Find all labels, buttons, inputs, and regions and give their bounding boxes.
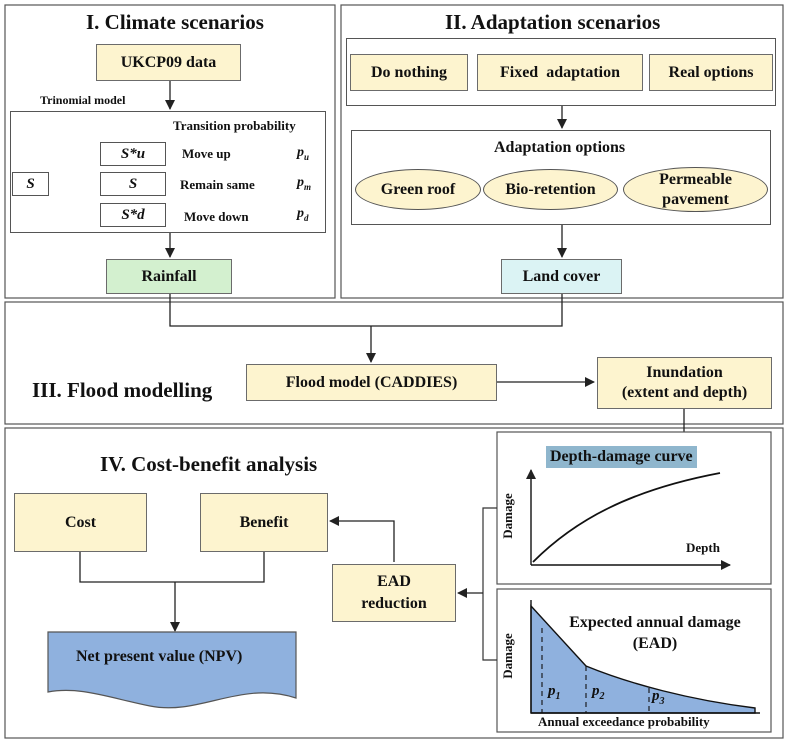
move-down-label: Move down — [184, 209, 249, 224]
ddc-y-label: Damage — [499, 493, 515, 539]
inundation-line2: (extent and depth) — [621, 384, 748, 401]
benefit-box: Benefit — [200, 493, 328, 552]
rainfall-box: Rainfall — [106, 259, 232, 294]
arrow-ead-benefit — [329, 516, 395, 562]
cost-box: Cost — [14, 493, 147, 552]
adaptation-options-title: Adaptation options — [494, 139, 626, 156]
ukcp09-data-box: UKCP09 data — [96, 44, 241, 81]
cost-frame — [4, 427, 784, 739]
permeable-pavement-option: Permeable pavement — [623, 167, 768, 212]
ead-area-p2: p2 — [592, 683, 605, 702]
inundation-box: Inundation (extent and depth) — [597, 357, 772, 409]
ddc-title: Depth-damage curve — [546, 446, 697, 468]
ead-area-p3: p3 — [652, 688, 665, 707]
inundation-line1: Inundation — [646, 364, 723, 381]
trinomial-model-box — [10, 111, 326, 233]
line-merge — [169, 294, 563, 327]
ead-title: Expected annual damage (EAD) — [548, 611, 762, 655]
charts-bracket — [482, 507, 497, 661]
ead-area — [530, 604, 756, 714]
transition-probability-label: Transition probability — [173, 118, 296, 133]
ead-title-line2: (EAD) — [632, 635, 678, 652]
ead-y-label: Damage — [499, 633, 515, 679]
npv-shape — [47, 631, 297, 709]
prob-same: pm — [297, 175, 312, 192]
cost-section-title: IV. Cost-benefit analysis — [100, 452, 318, 476]
ead-title-line1: Expected annual damage — [569, 614, 741, 631]
ddc-x-label: Depth — [686, 540, 720, 555]
green-roof-option: Green roof — [355, 169, 481, 210]
state-down-node: S*d — [100, 203, 166, 227]
real-options-box: Real options — [649, 54, 773, 91]
flood-section-title: III. Flood modelling — [32, 378, 213, 402]
do-nothing-box: Do nothing — [350, 54, 468, 91]
prob-down: pd — [297, 206, 309, 223]
line-cost-benefit — [79, 552, 265, 583]
npv-label: Net present value (NPV) — [76, 648, 243, 665]
ddc-curve — [532, 472, 721, 563]
adaptation-section-title: II. Adaptation scenarios — [445, 10, 661, 34]
state-same-node: S — [100, 172, 166, 196]
ead-reduction-line2: reduction — [361, 595, 427, 612]
ead-reduction-box: EAD reduction — [332, 564, 456, 622]
state-up-node: S*u — [100, 142, 166, 166]
ead-reduction-line1: EAD — [377, 573, 411, 590]
flood-model-box: Flood model (CADDIES) — [246, 364, 497, 401]
trinomial-model-label: Trinomial model — [40, 93, 126, 107]
bio-retention-option: Bio-retention — [483, 169, 618, 210]
move-up-label: Move up — [182, 146, 231, 161]
state-s-node: S — [12, 172, 49, 196]
ead-area-p1: p1 — [548, 683, 561, 702]
flood-frame — [4, 301, 784, 425]
climate-section-title: I. Climate scenarios — [86, 10, 264, 34]
fixed-adaptation-box: Fixed adaptation — [477, 54, 643, 91]
remain-same-label: Remain same — [180, 177, 255, 192]
land-cover-box: Land cover — [501, 259, 622, 294]
prob-up: pu — [297, 145, 310, 162]
ead-x-label: Annual exceedance probability — [538, 714, 710, 729]
